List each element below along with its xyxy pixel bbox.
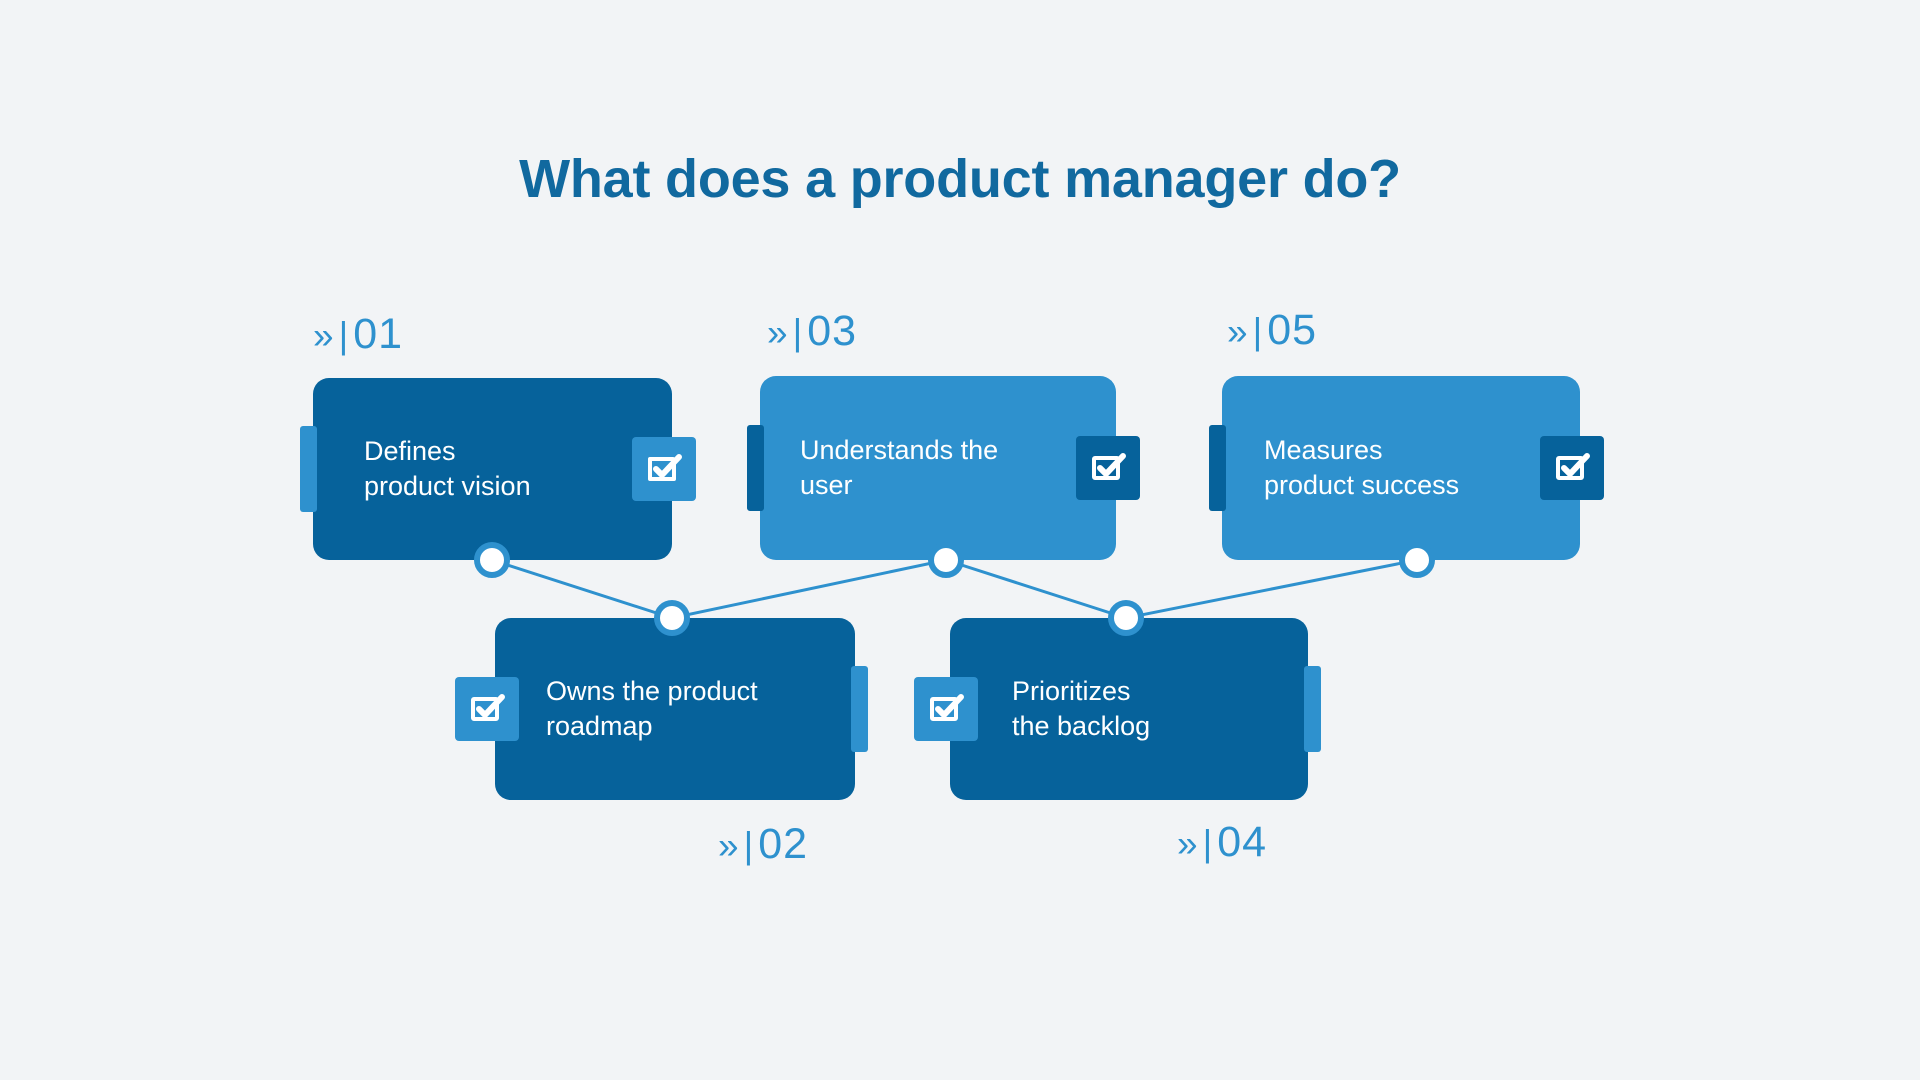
step-card-02[interactable]: Owns the product roadmap (455, 618, 868, 800)
chevron-double-right-icon: » (1177, 823, 1199, 864)
label-separator: | (743, 825, 755, 866)
step-card-03[interactable]: Understands the user (747, 376, 1140, 560)
chevron-double-right-icon: » (1227, 311, 1249, 352)
chevron-double-right-icon: » (718, 825, 740, 866)
chevron-double-right-icon: » (767, 312, 789, 353)
checkbox-checked-icon-02 (455, 677, 519, 741)
card-accent-tab-05 (1209, 425, 1226, 511)
step-card-05[interactable]: Measures product success (1209, 376, 1604, 560)
step-number-05: 05 (1267, 306, 1318, 354)
checkbox-checked-icon-03 (1076, 436, 1140, 500)
page-title: What does a product manager do? (519, 149, 1401, 209)
step-label-03: »|03 (767, 307, 857, 356)
card-accent-tab-04 (1304, 666, 1321, 752)
label-separator: | (1202, 823, 1214, 864)
step-label-01: »|01 (313, 310, 403, 359)
label-separator: | (1252, 311, 1264, 352)
step-number-01: 01 (353, 310, 404, 358)
connector-node-02 (654, 600, 690, 636)
step-text-05: Measures product success (1264, 434, 1460, 500)
chevron-double-right-icon: » (313, 315, 335, 356)
label-separator: | (792, 312, 804, 353)
label-separator: | (338, 315, 350, 356)
step-number-03: 03 (807, 307, 858, 355)
checkbox-checked-icon-01 (632, 437, 696, 501)
step-text-02: Owns the product roadmap (546, 675, 758, 741)
step-card-04[interactable]: Prioritizes the backlog (914, 618, 1321, 800)
card-accent-tab-02 (851, 666, 868, 752)
step-label-04: »|04 (1177, 818, 1267, 867)
step-text-01: Defines product vision (364, 435, 531, 501)
card-accent-tab-01 (300, 426, 317, 512)
step-card-01[interactable]: Defines product vision (300, 378, 696, 560)
card-accent-tab-03 (747, 425, 764, 511)
step-number-02: 02 (758, 820, 809, 868)
connector-node-01 (474, 542, 510, 578)
step-number-04: 04 (1217, 818, 1268, 866)
connector-node-03 (928, 542, 964, 578)
connector-node-05 (1399, 542, 1435, 578)
step-label-02: »|02 (718, 820, 808, 869)
step-text-04: Prioritizes the backlog (1012, 675, 1151, 741)
step-label-05: »|05 (1227, 306, 1317, 355)
checkbox-checked-icon-04 (914, 677, 978, 741)
step-text-03: Understands the user (800, 434, 999, 500)
checkbox-checked-icon-05 (1540, 436, 1604, 500)
connector-node-04 (1108, 600, 1144, 636)
